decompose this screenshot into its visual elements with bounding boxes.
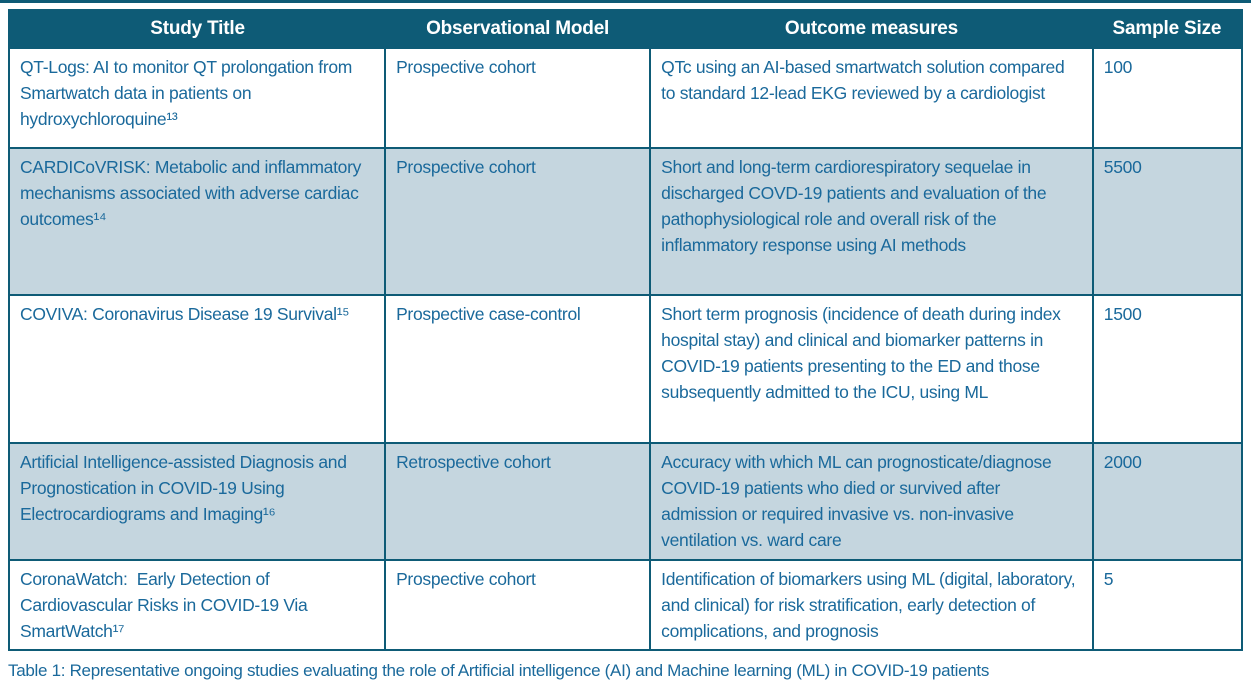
cell-outcome-measures: QTc using an AI-based smartwatch solutio… (649, 47, 1094, 149)
table-row: COVIVA: Coronavirus Disease 19 Survival¹… (7, 294, 1244, 444)
cell-observational-model: Prospective cohort (384, 47, 652, 149)
cell-outcome-measures: Short term prognosis (incidence of death… (649, 294, 1094, 444)
column-header-sample-size: Sample Size (1092, 10, 1242, 48)
top-rule (0, 0, 1251, 3)
cell-study-title: COVIVA: Coronavirus Disease 19 Survival¹… (7, 294, 387, 444)
cell-outcome-measures: Accuracy with which ML can prognosticate… (649, 442, 1094, 561)
cell-sample-size: 1500 (1091, 294, 1244, 444)
cell-sample-size: 2000 (1091, 442, 1244, 561)
cell-study-title: CARDICoVRISK: Metabolic and inflammatory… (7, 147, 387, 296)
cell-observational-model: Retrospective cohort (384, 442, 652, 561)
cell-study-title: CoronaWatch: Early Detection of Cardiova… (7, 559, 387, 651)
cell-observational-model: Prospective case-control (384, 294, 652, 444)
table-row: CoronaWatch: Early Detection of Cardiova… (7, 559, 1244, 651)
column-header-study-title: Study Title (9, 10, 386, 48)
table-row: Artificial Intelligence-assisted Diagnos… (7, 442, 1244, 561)
studies-table: Study Title Observational Model Outcome … (7, 9, 1244, 651)
cell-observational-model: Prospective cohort (384, 147, 652, 296)
column-header-observational-model: Observational Model (385, 10, 651, 48)
cell-sample-size: 100 (1091, 47, 1244, 149)
cell-sample-size: 5 (1091, 559, 1244, 651)
cell-outcome-measures: Identification of biomarkers using ML (d… (649, 559, 1094, 651)
cell-observational-model: Prospective cohort (384, 559, 652, 651)
column-header-outcome-measures: Outcome measures (650, 10, 1093, 48)
cell-sample-size: 5500 (1091, 147, 1244, 296)
table-row: QT-Logs: AI to monitor QT prolongation f… (7, 47, 1244, 149)
table-caption: Table 1: Representative ongoing studies … (8, 661, 990, 680)
table-row: CARDICoVRISK: Metabolic and inflammatory… (7, 147, 1244, 296)
cell-study-title: Artificial Intelligence-assisted Diagnos… (7, 442, 387, 561)
header-row: Study Title Observational Model Outcome … (9, 10, 1242, 48)
cell-outcome-measures: Short and long-term cardiorespiratory se… (649, 147, 1094, 296)
cell-study-title: QT-Logs: AI to monitor QT prolongation f… (7, 47, 387, 149)
